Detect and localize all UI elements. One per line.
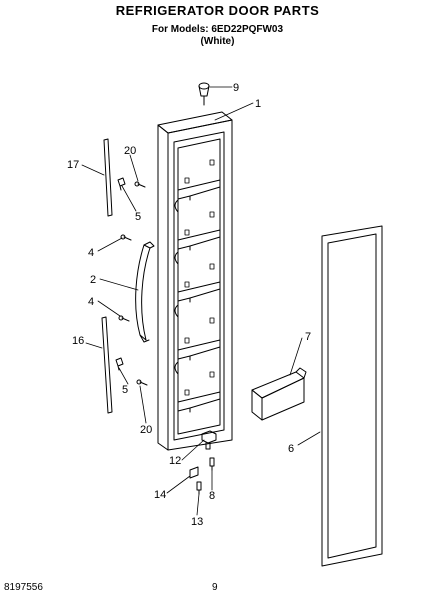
callout-9: 9 — [233, 82, 239, 94]
document-number: 8197556 — [4, 582, 43, 593]
callout-5-upper: 5 — [135, 211, 141, 223]
callout-8: 8 — [209, 490, 215, 502]
callout-1: 1 — [255, 98, 261, 110]
handle-trim-lower — [101, 316, 113, 414]
fasteners — [115, 177, 148, 386]
door-assembly — [157, 111, 233, 451]
door-shelves — [177, 179, 221, 413]
color-note: (White) — [200, 36, 235, 47]
callout-7: 7 — [305, 331, 311, 343]
callout-16: 16 — [72, 335, 84, 347]
door-handle — [135, 241, 155, 343]
door-gasket — [321, 225, 383, 567]
door-bin — [251, 367, 307, 421]
callout-12: 12 — [169, 455, 181, 467]
handle-trim-upper — [103, 138, 113, 217]
callout-20-lower: 20 — [140, 424, 152, 436]
hinge-parts — [189, 430, 217, 495]
callout-13: 13 — [191, 516, 203, 528]
callout-5-lower: 5 — [122, 384, 128, 396]
callout-14: 14 — [154, 489, 166, 501]
screw-20-upper — [134, 181, 146, 188]
callout-20-upper: 20 — [124, 145, 136, 157]
diagram-title: REFRIGERATOR DOOR PARTS — [115, 3, 320, 18]
callout-2: 2 — [90, 274, 96, 286]
callout-4-upper: 4 — [88, 247, 94, 259]
callout-6: 6 — [288, 443, 294, 455]
screw-4-upper — [120, 234, 132, 241]
model-number: For Models: 6ED22PQFW03 — [151, 24, 284, 35]
callout-4-lower: 4 — [88, 296, 94, 308]
top-plug — [198, 82, 210, 106]
leader-lines — [81, 86, 321, 516]
screw-20-lower — [136, 379, 148, 386]
screw-4-lower — [118, 315, 130, 322]
callout-17: 17 — [67, 159, 79, 171]
page-number: 9 — [212, 582, 218, 593]
